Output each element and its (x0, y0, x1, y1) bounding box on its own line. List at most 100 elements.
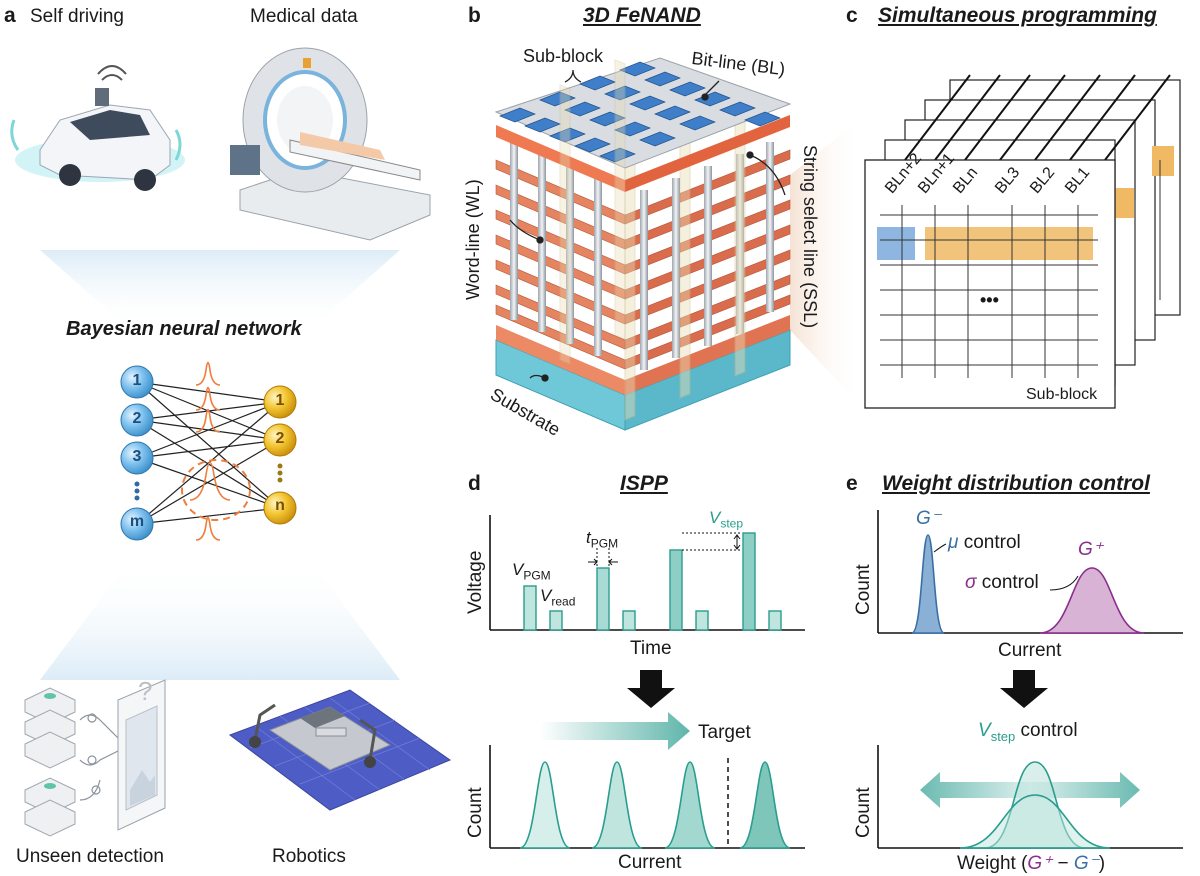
wordline-layers-left (495, 140, 626, 370)
t-pgm-label: tPGM (586, 528, 619, 551)
output-node-2 (263, 423, 297, 457)
selected-cell-highlight (877, 227, 915, 260)
bitline-label-2: BL2 (1027, 164, 1059, 197)
medical-data-caption: Medical data (250, 6, 358, 27)
panel-c-label: c (846, 4, 858, 27)
upper-light-beam (40, 250, 400, 330)
ispp-y-axis-label: Voltage (465, 550, 486, 614)
output-node-2-label: 2 (275, 430, 285, 447)
ispp-x-axis-label: Time (630, 638, 672, 659)
sub-block-sheet-label: Sub-block (1026, 386, 1098, 403)
front-sub-block-sheet (864, 159, 1116, 409)
cells-ellipsis: ••• (980, 290, 999, 310)
sub-block-label: Sub-block (523, 46, 604, 66)
g-plus-label: G⁺ (1078, 539, 1103, 560)
stacked-sub-block-sheets (884, 79, 1181, 386)
weight-down-arrow (1000, 670, 1048, 708)
panel-e-label: e (846, 472, 858, 495)
weight-count-axes (877, 745, 1183, 849)
bottom-orange-left (496, 325, 625, 395)
robotics-platform-icon (228, 689, 452, 811)
server-stack-icon (24, 687, 121, 837)
highlight-dashed-circle (181, 459, 251, 521)
bidirectional-spread-arrow (920, 772, 1140, 808)
output-node-n (263, 491, 297, 525)
ispp-count-axes (489, 745, 805, 849)
input-node-3-label: 3 (132, 448, 142, 465)
panel-b-title: 3D FeNAND (583, 4, 701, 27)
substrate-label: Substrate (487, 384, 564, 440)
mri-machine-icon (230, 47, 431, 241)
ssl-left (496, 125, 625, 192)
bitline-label-3: BL3 (992, 164, 1024, 197)
input-ellipsis (134, 481, 140, 501)
string-select-line-label: String select line (SSL) (800, 145, 820, 329)
ispp-count-axis-label: Count (465, 787, 486, 838)
bitline-blocks (499, 61, 781, 163)
panel-d-label: d (468, 472, 481, 495)
substrate-right-face (624, 329, 791, 431)
ispp-current-axis-label: Current (618, 852, 682, 873)
bitline-perspective-lines (904, 74, 1171, 161)
panel-c-title: Simultaneous programming (878, 4, 1157, 27)
back-sheet-highlight-1 (1152, 146, 1174, 176)
weight-current-axis-label: Current (998, 640, 1062, 661)
weight-distribution-curves (189, 361, 231, 541)
ispp-down-arrow (627, 670, 675, 708)
g-minus-distribution (911, 534, 945, 634)
self-driving-car-icon (10, 65, 185, 191)
panel-d-title: ISPP (620, 472, 668, 495)
weight-count-axis-label-upper: Count (853, 564, 874, 615)
g-minus-label: G⁻ (916, 508, 941, 529)
wordline-layers-right (624, 101, 791, 421)
panel-e-title: Weight distribution control (882, 472, 1150, 495)
panel-b-label: b (468, 4, 481, 27)
weight-axis-label: Weight (G⁺ − G⁻) (957, 853, 1106, 874)
ispp-pulses (523, 532, 782, 631)
narrow-weight-distribution (984, 761, 1086, 849)
self-driving-caption: Self driving (30, 6, 124, 27)
bit-line-label: Bit-line (BL) (690, 48, 787, 80)
bottom-orange-right (625, 315, 790, 395)
mu-control-label: μ control (948, 532, 1021, 553)
image-frame-icon (117, 679, 166, 831)
subblock-planes (559, 59, 626, 365)
input-node-m-label: m (129, 513, 145, 530)
ispp-distributions (519, 761, 791, 849)
question-mark: ? (138, 676, 152, 706)
panel-a-graphics: ? (10, 47, 452, 837)
input-node-3 (120, 441, 154, 475)
weight-count-axis-label-lower: Count (853, 787, 874, 838)
bitline-label-n: BLn (950, 164, 982, 197)
v-step-label: Vstep (709, 508, 744, 531)
sigma-control-label: σ control (965, 572, 1039, 593)
input-node-2-label: 2 (132, 410, 142, 427)
network-connections (136, 381, 281, 525)
robotics-caption: Robotics (272, 846, 346, 867)
v-pgm-label: VPGM (512, 560, 551, 583)
back-sheet-highlight-2 (1110, 188, 1134, 218)
wide-weight-distribution (959, 794, 1111, 849)
bitline-label-n-plus-2: BLn+2 (882, 150, 926, 197)
v-read-label: Vread (540, 586, 576, 609)
output-node-n-label: n (275, 497, 285, 514)
panel-b-callouts (509, 69, 786, 382)
bnn-title: Bayesian neural network (66, 318, 302, 340)
input-node-m (120, 507, 154, 541)
target-label: Target (698, 722, 751, 743)
bitline-label-1: BL1 (1062, 164, 1094, 197)
lower-light-beam (40, 560, 400, 680)
word-line-label: Word-line (WL) (463, 179, 483, 300)
output-ellipsis (277, 463, 283, 483)
output-node-1 (263, 385, 297, 419)
g-plus-distribution (1039, 567, 1145, 634)
unseen-detection-caption: Unseen detection (16, 846, 164, 867)
ssl-right (625, 115, 790, 192)
programmed-row-highlight (925, 227, 1093, 260)
input-node-1 (120, 365, 154, 399)
output-node-1-label: 1 (275, 392, 285, 409)
vstep-control-label: Vstep control (978, 720, 1078, 744)
input-node-2 (120, 403, 154, 437)
target-progress-arrow (540, 712, 690, 750)
panel-a-label: a (4, 4, 16, 27)
